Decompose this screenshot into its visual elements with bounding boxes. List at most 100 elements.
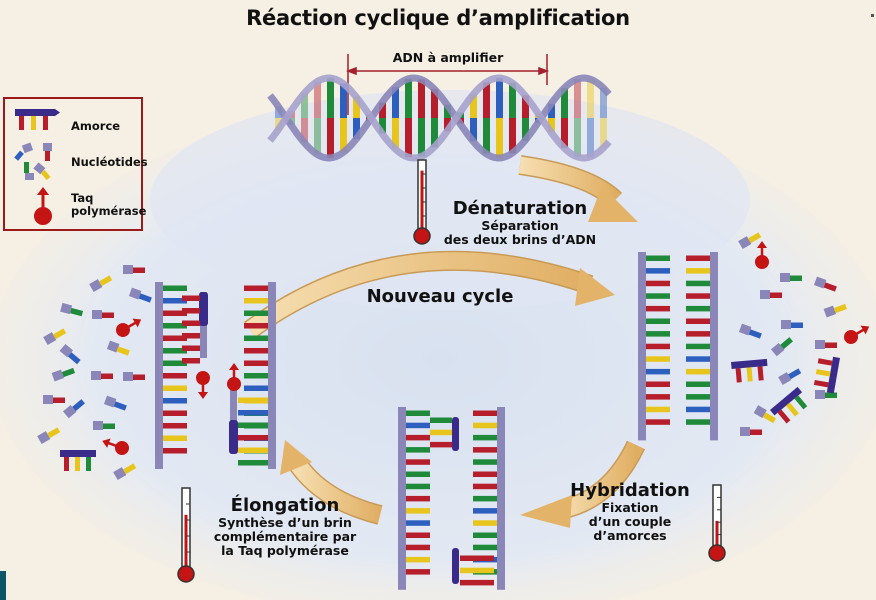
helix-base-G xyxy=(301,118,308,143)
taq-body xyxy=(227,377,241,391)
base-C xyxy=(686,419,710,425)
nucleotide-sugar xyxy=(37,431,51,444)
base-C xyxy=(238,460,268,466)
nucleotide-base xyxy=(791,322,803,328)
arrow-hybridation-head xyxy=(520,495,572,528)
new-strand xyxy=(230,388,237,448)
base-T xyxy=(244,385,268,391)
nucleotide-base xyxy=(67,352,81,365)
free-taq-polymerase xyxy=(102,438,129,455)
diagram-title: Réaction cyclique d’amplification xyxy=(246,6,630,30)
free-nucleotide-G xyxy=(123,265,145,274)
base-C xyxy=(473,495,497,502)
taq-body xyxy=(755,255,769,269)
dna-double-helix xyxy=(267,74,612,162)
corner-dot xyxy=(871,14,874,17)
free-primer xyxy=(60,450,96,471)
base-C xyxy=(163,285,187,291)
dna-strands xyxy=(102,241,870,590)
helix-base-C xyxy=(418,118,425,157)
helix-base-T xyxy=(353,118,360,140)
legend-label-nucleotides: Nucléotides xyxy=(71,155,148,169)
nucleotide-base xyxy=(770,292,782,298)
base-G xyxy=(473,483,497,490)
primer-base-G xyxy=(757,366,764,381)
arrow-new-cycle xyxy=(244,252,593,337)
base-C xyxy=(686,305,710,312)
helix-base-T xyxy=(340,83,347,118)
nucleotide-base xyxy=(103,423,115,429)
helix-base-T xyxy=(470,118,477,142)
primer-icon xyxy=(15,109,60,130)
legend: Amorce Nucléotides Taq polymérase xyxy=(3,97,148,231)
taq-arrow-head xyxy=(860,325,870,335)
nucleotide-base xyxy=(99,275,113,287)
base-G xyxy=(182,345,200,351)
free-nucleotide-C xyxy=(815,390,837,399)
primer-base-A xyxy=(746,367,753,382)
base-C xyxy=(686,343,710,350)
free-nucleotide-C xyxy=(60,302,84,317)
denaturation-title: Dénaturation xyxy=(452,198,588,219)
nucleotide-sugar xyxy=(740,427,750,436)
nucleotide-sugar xyxy=(51,369,65,382)
nucleotide-base xyxy=(116,346,130,356)
primer-base-G xyxy=(777,409,791,424)
denaturation-sub-line2: des deux brins d’ADN xyxy=(443,232,597,247)
helix-backbone xyxy=(267,74,612,162)
taq-arrow-head xyxy=(198,392,208,399)
helix-base-C xyxy=(431,118,438,148)
helix-base-G xyxy=(574,79,581,118)
arrow-denaturation-head xyxy=(588,186,638,222)
base-G xyxy=(473,471,497,477)
helix-base-A xyxy=(587,79,594,118)
helix-base-C xyxy=(483,118,490,154)
primer-base-A xyxy=(75,457,80,471)
free-nucleotide-A xyxy=(89,275,113,292)
base-G xyxy=(244,285,268,291)
free-nucleotide-T xyxy=(781,320,803,329)
base-C xyxy=(686,280,710,287)
nucleotide-base xyxy=(748,329,762,339)
strand-backbone xyxy=(710,252,718,441)
free-nucleotide-T xyxy=(103,395,127,411)
corner-marker xyxy=(0,571,6,600)
cycle-arrows xyxy=(244,155,646,528)
elongation-title: Élongation xyxy=(230,495,340,516)
free-nucleotide-G xyxy=(123,372,145,381)
base-C xyxy=(406,483,430,490)
nucleotide-sugar xyxy=(770,342,785,357)
nucleotide-base xyxy=(825,392,837,398)
thermometer-fill xyxy=(715,520,719,547)
hybridation-title: Hybridation xyxy=(570,480,690,501)
taq-arrow-head xyxy=(757,241,767,248)
free-taq-polymerase xyxy=(844,325,870,344)
base-G xyxy=(163,410,187,416)
base-G xyxy=(182,320,200,326)
base-A xyxy=(238,447,268,453)
base-A xyxy=(244,298,268,304)
helix-base-C xyxy=(327,78,334,118)
base-T xyxy=(238,410,268,416)
base-A xyxy=(646,356,670,362)
helix-base-G xyxy=(522,95,529,118)
base-G xyxy=(686,293,710,299)
denaturation-sub-line1: Séparation xyxy=(481,218,559,233)
thermometer-hybridation xyxy=(708,484,726,562)
base-G xyxy=(646,305,670,312)
base-A xyxy=(406,508,430,514)
helix-base-C xyxy=(522,118,529,141)
base-C xyxy=(430,417,452,423)
base-G xyxy=(686,331,710,337)
free-primer xyxy=(770,386,808,424)
base-G xyxy=(473,410,497,416)
base-A xyxy=(430,429,452,436)
free-nucleotide-G xyxy=(815,340,837,349)
thermometer-bulb xyxy=(177,565,195,583)
strand-backbone xyxy=(268,282,276,469)
nucleotide-sugar xyxy=(738,236,752,249)
strand-backbone xyxy=(155,282,163,469)
nucleotide-sugar xyxy=(92,310,102,319)
thermometer-denaturation xyxy=(413,159,431,245)
base-G xyxy=(163,335,187,341)
